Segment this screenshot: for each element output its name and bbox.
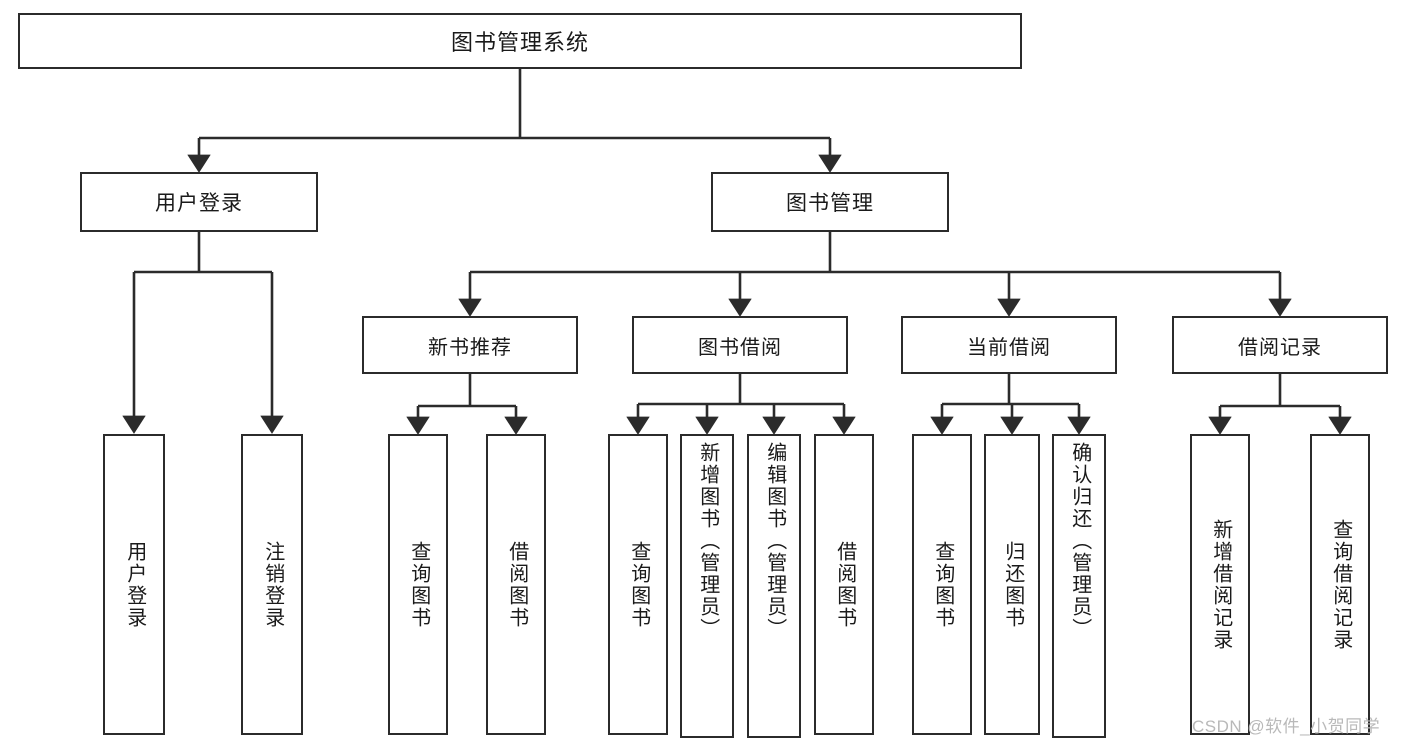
leaf-label: 归还图书 — [1001, 540, 1024, 629]
node-label: 图书管理系统 — [450, 30, 589, 55]
node-new-book-recommend[interactable]: 新书推荐 — [362, 316, 578, 374]
node-label: 借阅记录 — [1238, 336, 1322, 359]
leaf-label: 借阅图书 — [833, 540, 856, 629]
leaf-label: 注销登录 — [261, 540, 284, 629]
node-user-login[interactable]: 用户登录 — [80, 172, 318, 232]
leaf-label: 查询借阅记录 — [1329, 518, 1352, 651]
leaf-node-user-login[interactable]: 用户登录 — [103, 434, 165, 735]
leaf-node-query-borrow-record[interactable]: 查询借阅记录 — [1310, 434, 1370, 735]
leaf-node-borrow-book[interactable]: 借阅图书 — [814, 434, 874, 735]
node-book-management[interactable]: 图书管理 — [711, 172, 949, 232]
node-book-borrow[interactable]: 图书借阅 — [632, 316, 848, 374]
leaf-label: 新增图书（管理员） — [696, 442, 719, 640]
leaf-label: 查询图书 — [407, 540, 430, 629]
leaf-node-edit-book-admin[interactable]: 编辑图书（管理员） — [747, 434, 801, 738]
leaf-node-confirm-return-admin[interactable]: 确认归还（管理员） — [1052, 434, 1106, 738]
leaf-node-borrow-book-recommend[interactable]: 借阅图书 — [486, 434, 546, 735]
node-label: 图书借阅 — [698, 336, 782, 359]
leaf-node-query-book-borrow[interactable]: 查询图书 — [608, 434, 668, 735]
node-label: 当前借阅 — [967, 336, 1051, 359]
leaf-label: 编辑图书（管理员） — [763, 442, 786, 640]
watermark: CSDN @软件_小贺同学 — [1192, 717, 1381, 736]
leaf-node-user-logout[interactable]: 注销登录 — [241, 434, 303, 735]
leaf-node-add-borrow-record[interactable]: 新增借阅记录 — [1190, 434, 1250, 735]
leaf-node-query-book-recommend[interactable]: 查询图书 — [388, 434, 448, 735]
leaf-label: 查询图书 — [931, 540, 954, 629]
node-label: 用户登录 — [155, 192, 243, 215]
leaf-node-return-book[interactable]: 归还图书 — [984, 434, 1040, 735]
leaf-label: 借阅图书 — [505, 540, 528, 629]
leaf-node-query-book-current[interactable]: 查询图书 — [912, 434, 972, 735]
leaf-label: 查询图书 — [627, 540, 650, 629]
leaf-label: 新增借阅记录 — [1209, 518, 1232, 651]
leaf-label: 确认归还（管理员） — [1068, 442, 1091, 640]
node-book-management-system[interactable]: 图书管理系统 — [18, 13, 1022, 69]
node-label: 图书管理 — [786, 192, 874, 215]
node-label: 新书推荐 — [428, 336, 512, 359]
leaf-node-add-book-admin[interactable]: 新增图书（管理员） — [680, 434, 734, 738]
leaf-label: 用户登录 — [123, 540, 146, 629]
node-borrow-record[interactable]: 借阅记录 — [1172, 316, 1388, 374]
node-current-borrow[interactable]: 当前借阅 — [901, 316, 1117, 374]
